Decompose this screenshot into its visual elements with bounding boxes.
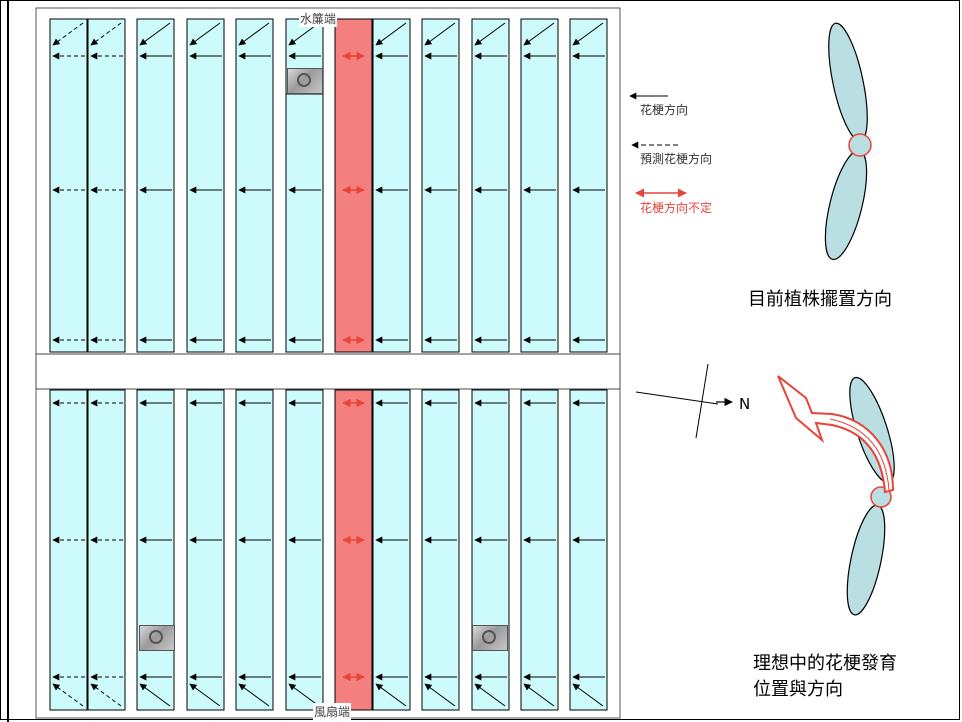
plant-bed [421, 18, 460, 353]
plant-bed [520, 18, 559, 353]
plant-bed [285, 389, 324, 711]
frame-left-rule [7, 0, 9, 722]
plant-bed [471, 389, 510, 711]
diagonal-stem-arrow [572, 22, 604, 46]
legend-uncertain-label: 花梗方向不定 [640, 201, 713, 215]
legend-stem-label: 花梗方向 [640, 103, 689, 117]
diagonal-stem-arrow [523, 22, 555, 46]
diagonal-stem-arrow [375, 22, 407, 46]
north-label: N [739, 395, 751, 413]
north-arrow-icon [635, 363, 733, 439]
diagonal-stem-arrow [52, 683, 84, 707]
ideal-plant-icon [777, 375, 895, 616]
plant-bed [569, 18, 608, 353]
diagonal-stem-arrow [424, 683, 456, 707]
legend-predicted-label: 預測花梗方向 [640, 152, 713, 166]
plant-photo-icon [139, 625, 175, 651]
arrow-group [52, 22, 605, 707]
diagonal-stem-arrow [288, 683, 320, 707]
plant-bed [49, 389, 88, 711]
diagonal-stem-arrow [375, 683, 407, 707]
plant-bed [520, 389, 559, 711]
plant-bed [471, 18, 510, 353]
plant-bed [87, 18, 126, 353]
diagonal-stem-arrow [90, 683, 122, 707]
bed-group [49, 18, 608, 711]
current-placement-caption: 目前植株擺置方向 [748, 289, 892, 310]
diagonal-stem-arrow [189, 683, 221, 707]
plant-bed [372, 389, 411, 711]
plant-bed [334, 18, 373, 353]
plant-bed [235, 18, 274, 353]
plant-bed [285, 93, 324, 353]
diagonal-stem-arrow [90, 22, 122, 46]
plant-photo-icon [287, 68, 323, 94]
ideal-caption-line2: 位置與方向 [753, 679, 843, 700]
plant-bed [334, 389, 373, 711]
diagonal-stem-arrow [424, 22, 456, 46]
plant-bed [421, 389, 460, 711]
current-plant-icon [824, 22, 872, 261]
diagonal-stem-arrow [474, 683, 506, 707]
bottom-end-label: 風扇端 [313, 703, 352, 720]
plant-bed [49, 18, 88, 353]
plant-bed [235, 389, 274, 711]
diagonal-stem-arrow [474, 22, 506, 46]
diagonal-stem-arrow [238, 22, 270, 46]
center-aisle [35, 353, 621, 390]
diagonal-stem-arrow [139, 22, 171, 46]
diagonal-stem-arrow [523, 683, 555, 707]
plant-bed [186, 18, 225, 353]
diagonal-stem-arrow [52, 22, 84, 46]
ideal-caption-line1: 理想中的花梗發育 [753, 653, 897, 674]
top-end-label: 水簾端 [299, 10, 338, 27]
diagonal-stem-arrow [238, 683, 270, 707]
diagonal-stem-arrow [572, 683, 604, 707]
plant-bed [87, 389, 126, 711]
diagonal-stem-arrow [139, 683, 171, 707]
plant-bed [186, 389, 225, 711]
plant-photo-icon [472, 625, 508, 651]
plant-bed [569, 389, 608, 711]
diagonal-stem-arrow [189, 22, 221, 46]
plant-bed [372, 18, 411, 353]
plant-bed [136, 389, 175, 711]
plant-bed [136, 18, 175, 353]
